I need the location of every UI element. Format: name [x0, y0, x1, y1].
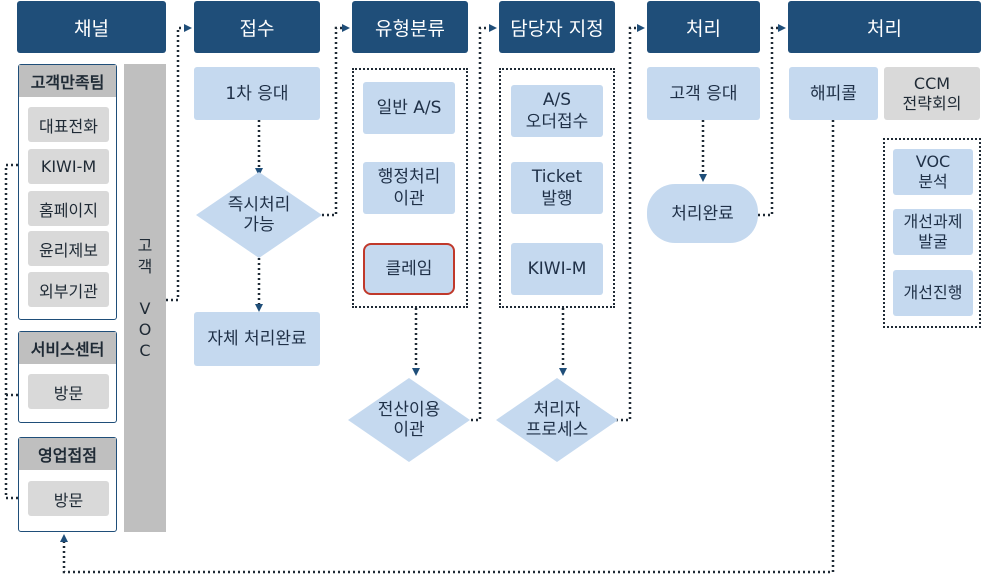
process-complete-box: 처리완료 — [647, 184, 758, 243]
channel-group-cs-team-title: 고객만족팀 — [19, 65, 116, 97]
assign-group — [499, 68, 615, 308]
happy-call-box: 해피콜 — [789, 67, 878, 120]
header-process: 처리 — [647, 1, 760, 53]
self-complete-box: 자체 처리완료 — [194, 312, 320, 366]
ccm-item-voc-analysis: VOC 분석 — [893, 149, 973, 195]
transfer-label: 전산이용 이관 — [377, 400, 441, 440]
channel-item: 외부기관 — [28, 272, 109, 307]
ccm-item-improvement-discovery: 개선과제 발굴 — [893, 209, 973, 255]
classify-item-admin-transfer: 행정처리 이관 — [363, 162, 455, 214]
process-label: 처리자 프로세스 — [525, 400, 589, 440]
channel-group-service-center-title: 서비스센터 — [19, 332, 116, 364]
channel-group-sales-title: 영업접점 — [19, 438, 116, 470]
header-assign: 담당자 지정 — [499, 1, 615, 53]
assign-item-ticket: Ticket 발행 — [511, 162, 603, 214]
customer-response-box: 고객 응대 — [647, 67, 760, 120]
customer-voc-bar: 고 객 V O C — [124, 64, 166, 532]
assign-item-as-order: A/S 오더접수 — [511, 85, 603, 137]
connector-channel-to-reception — [166, 24, 192, 302]
classify-group — [352, 68, 468, 308]
ccm-items-group — [883, 138, 981, 328]
header-channel: 채널 — [17, 1, 166, 53]
connector-feedback-loop — [60, 120, 835, 574]
header-reception: 접수 — [194, 1, 320, 53]
first-response-box: 1차 응대 — [194, 67, 320, 120]
connector-left-feed — [4, 163, 18, 500]
decision-diamond — [196, 172, 322, 258]
channel-item: 방문 — [28, 374, 109, 409]
transfer-diamond — [348, 378, 470, 462]
assign-item-kiwi: KIWI-M — [511, 243, 603, 295]
process-diamond — [496, 378, 618, 462]
ccm-meeting-box: CCM 전략회의 — [884, 67, 980, 120]
decision-label: 즉시처리 가능 — [227, 195, 291, 235]
classify-item-general-as: 일반 A/S — [363, 82, 455, 134]
classify-item-claim: 클레임 — [363, 243, 455, 295]
header-classify: 유형분류 — [352, 1, 468, 53]
header-process-followup: 처리 — [788, 1, 981, 53]
channel-item: 대표전화 — [28, 107, 109, 142]
channel-item: KIWI-M — [28, 149, 109, 184]
channel-item: 홈페이지 — [28, 191, 109, 226]
ccm-item-improvement-progress: 개선진행 — [893, 270, 973, 316]
connector-done-to-followup — [758, 24, 786, 217]
channel-item: 방문 — [28, 481, 109, 516]
connector-process-to-handle — [616, 24, 645, 422]
connector-decision-to-classify — [322, 24, 350, 217]
connector-transfer-to-assign — [466, 24, 497, 422]
channel-item: 윤리제보 — [28, 231, 109, 266]
